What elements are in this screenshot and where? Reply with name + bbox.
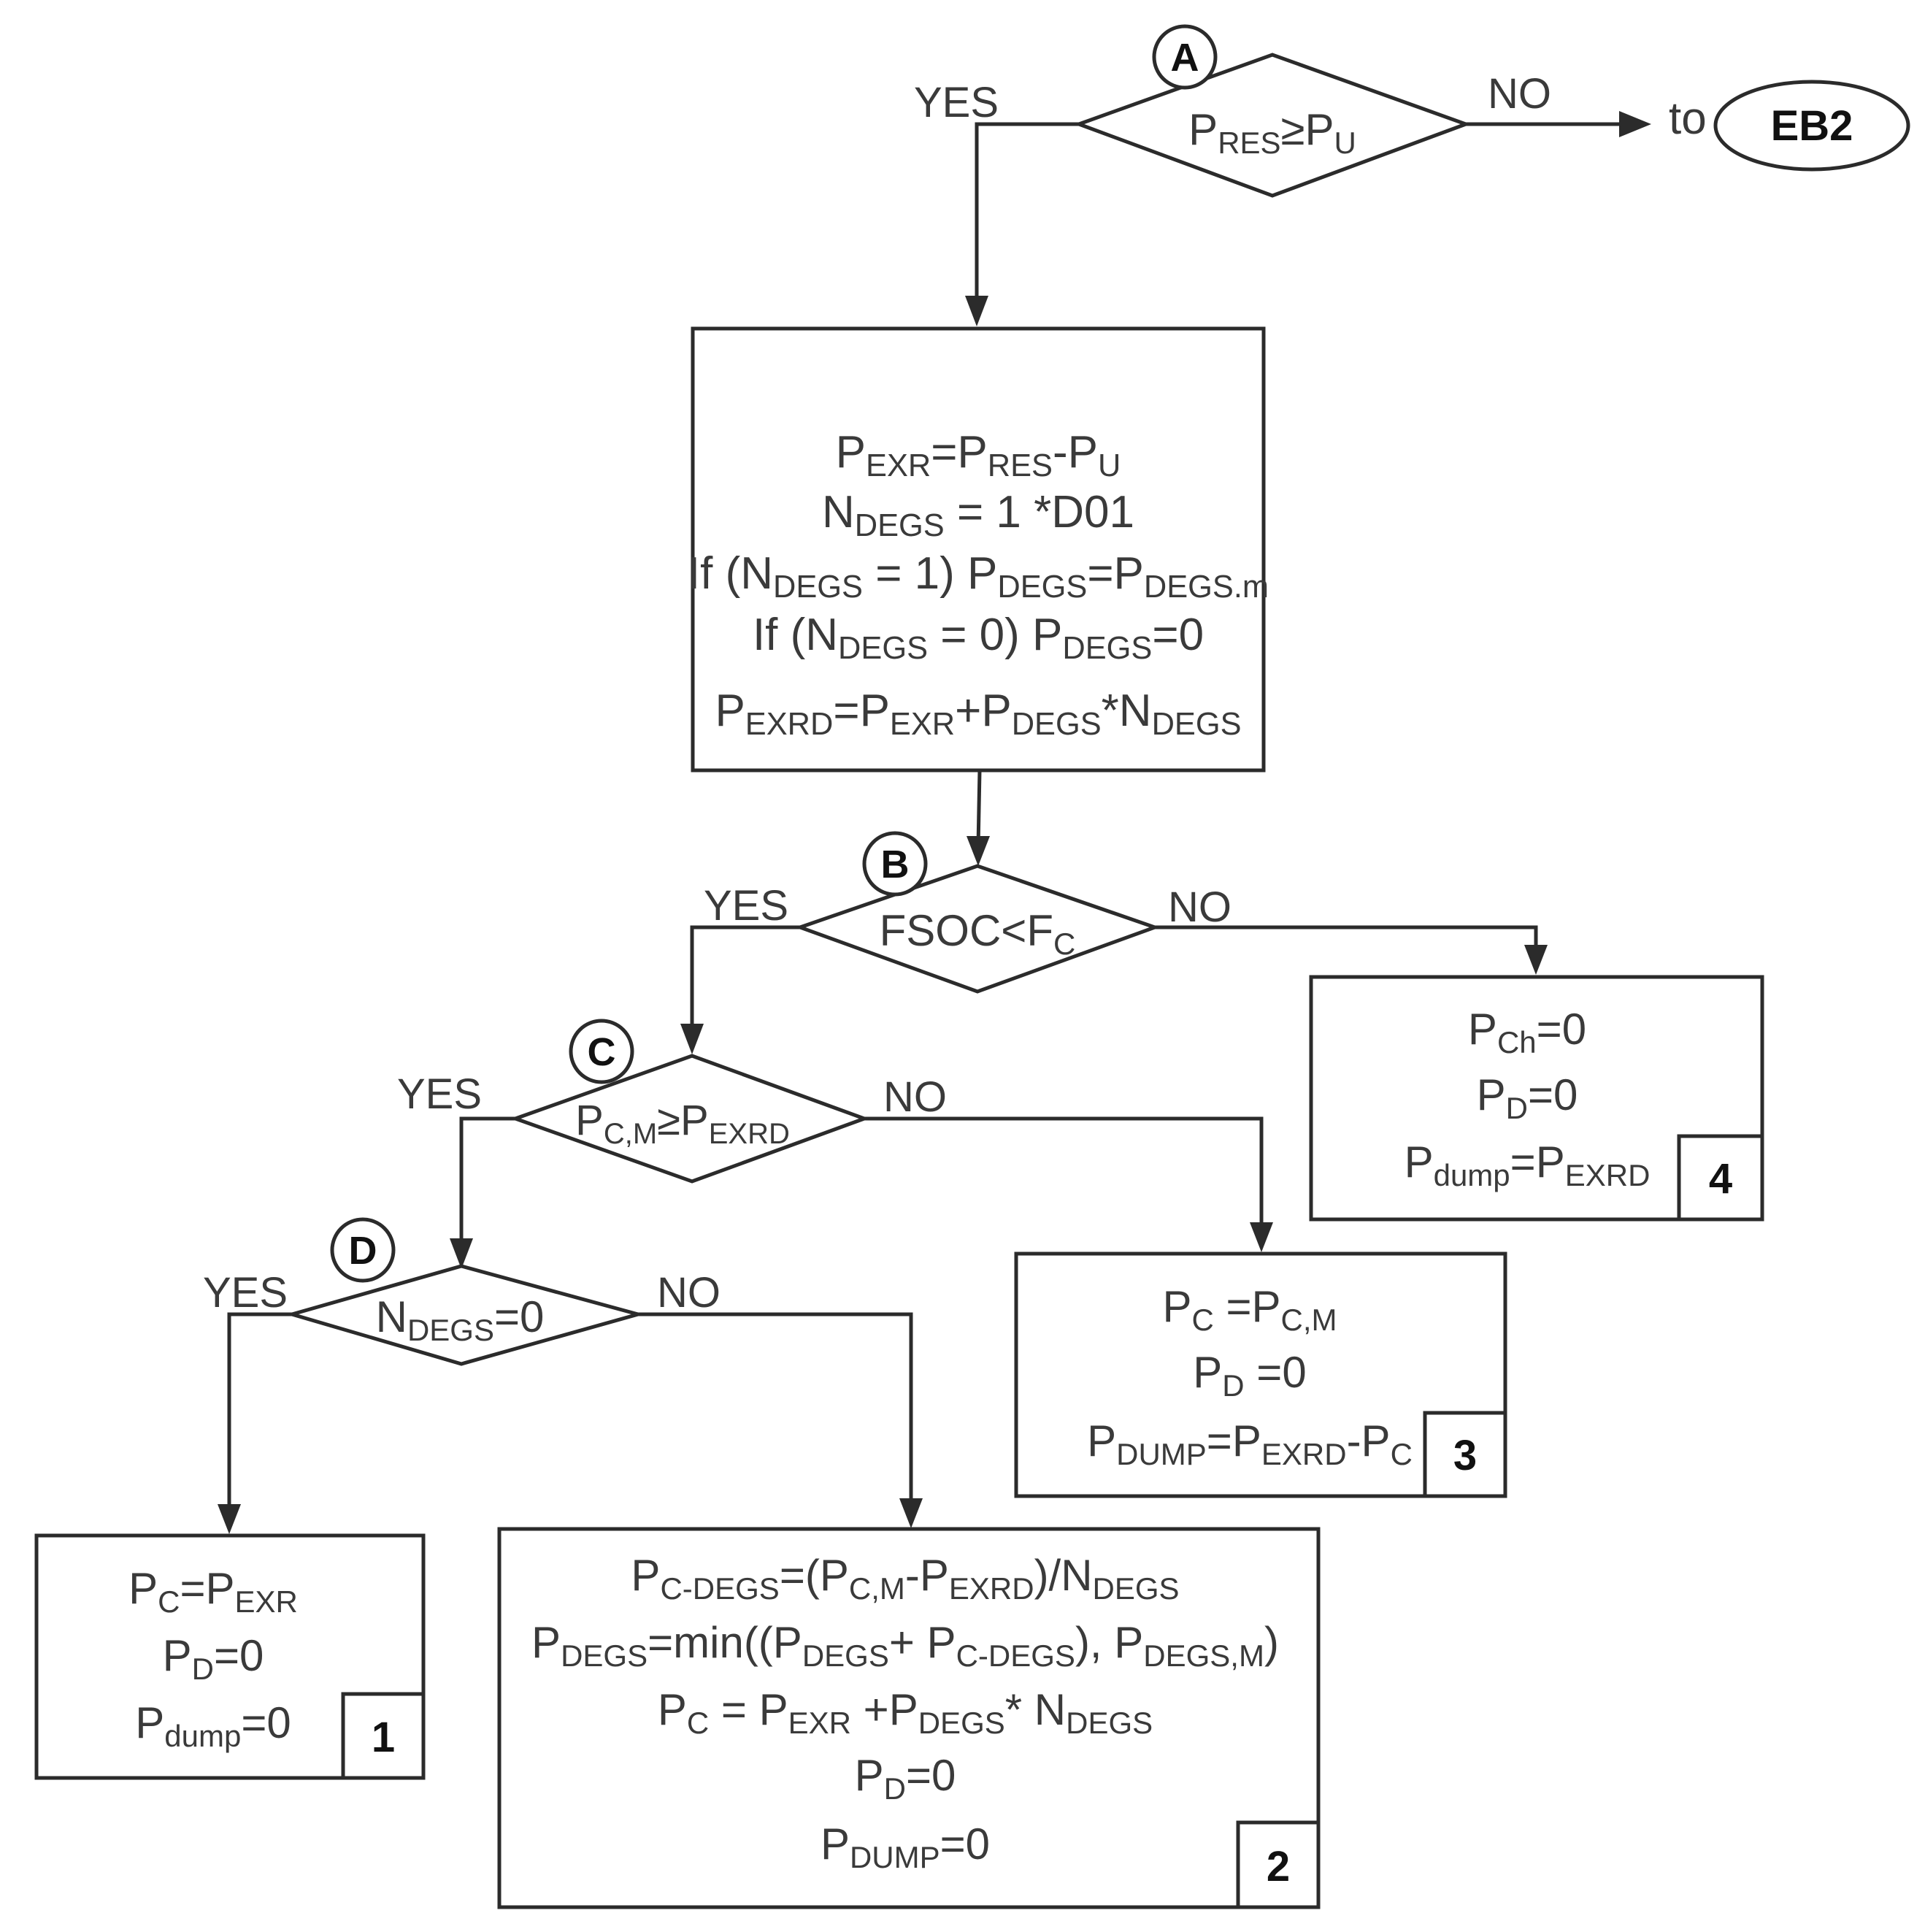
outcome-box-2-number: 2 bbox=[1267, 1843, 1290, 1890]
svg-text:B: B bbox=[881, 843, 910, 886]
arrowhead bbox=[965, 296, 988, 326]
decision-c: PC,M≥PEXRD bbox=[510, 1054, 870, 1184]
decision-d-condition: NDEGS=0 bbox=[376, 1292, 545, 1347]
connector-d-no bbox=[638, 1312, 913, 1510]
formula-line: NDEGS = 1 *D01 bbox=[822, 487, 1134, 543]
formula-line: Pdump=PEXRD bbox=[1405, 1138, 1651, 1192]
formula-line: PDUMP=PEXRD-PC bbox=[1087, 1417, 1413, 1471]
arrowhead bbox=[218, 1504, 241, 1534]
formula-line: PDEGS=min((PDEGS+ PC-DEGS), PDEGS,M) bbox=[531, 1618, 1279, 1673]
svg-text:A: A bbox=[1171, 36, 1199, 80]
formula-line: PD=0 bbox=[163, 1631, 264, 1686]
decision-d-no-label: NO bbox=[657, 1269, 721, 1316]
outcome-box-3: PC =PC,M PD =0 PDUMP=PEXRD-PC 3 bbox=[1014, 1251, 1507, 1498]
formula-line: PC =PC,M bbox=[1162, 1282, 1337, 1337]
connector-c-no bbox=[864, 1116, 1264, 1234]
connector-box-to-b bbox=[976, 770, 982, 848]
outcome-box-2: PC-DEGS=(PC,M-PEXRD)/NDEGS PDEGS=min((PDE… bbox=[497, 1527, 1321, 1909]
outcome-box-4-number: 4 bbox=[1709, 1155, 1732, 1203]
marker-a: A bbox=[1152, 24, 1218, 90]
formula-line: PDUMP=0 bbox=[821, 1820, 990, 1874]
outcome-box-2-text: PC-DEGS=(PC,M-PEXRD)/NDEGS PDEGS=min((PDE… bbox=[531, 1551, 1279, 1874]
marker-b: B bbox=[862, 831, 928, 897]
arrowhead bbox=[967, 836, 990, 866]
exit-eb2: EB2 bbox=[1713, 80, 1910, 172]
formula-line: PD =0 bbox=[1193, 1348, 1306, 1403]
formula-line: PEXR=PRES-PU bbox=[836, 427, 1121, 483]
arrowhead bbox=[1619, 111, 1651, 137]
decision-b-yes-label: YES bbox=[704, 882, 788, 929]
connector-a-yes bbox=[975, 122, 1079, 308]
connector-d-yes bbox=[227, 1312, 292, 1516]
formula-line: PC-DEGS=(PC,M-PEXRD)/NDEGS bbox=[631, 1551, 1179, 1606]
formula-line: Pdump=0 bbox=[135, 1698, 291, 1753]
outcome-box-3-number: 3 bbox=[1453, 1432, 1477, 1479]
marker-c: C bbox=[569, 1019, 634, 1084]
formula-line: PD=0 bbox=[855, 1751, 956, 1806]
decision-a: PRES≥PU bbox=[1073, 53, 1472, 198]
marker-d: D bbox=[330, 1217, 396, 1283]
decision-c-yes-label: YES bbox=[397, 1070, 482, 1118]
decision-c-no-label: NO bbox=[883, 1073, 947, 1121]
svg-text:C: C bbox=[588, 1030, 616, 1074]
connector-b-yes bbox=[690, 925, 800, 1035]
arrowhead bbox=[680, 1024, 704, 1054]
formula-line: PEXRD=PEXR+PDEGS*NDEGS bbox=[715, 686, 1241, 742]
formula-line: If (NDEGS = 1) PDEGS=PDEGS.m bbox=[688, 548, 1269, 605]
arrowhead bbox=[450, 1238, 473, 1269]
connector-b-no bbox=[1155, 925, 1538, 957]
decision-d: NDEGS=0 bbox=[285, 1264, 645, 1366]
formula-line: PC = PEXR +PDEGS* NDEGS bbox=[658, 1685, 1153, 1740]
formula-line: PC=PEXR bbox=[128, 1564, 298, 1619]
decision-c-condition: PC,M≥PEXRD bbox=[575, 1097, 790, 1150]
formula-line: PD=0 bbox=[1477, 1070, 1578, 1125]
formula-line: If (NDEGS = 0) PDEGS=0 bbox=[753, 610, 1204, 666]
outcome-box-3-text: PC =PC,M PD =0 PDUMP=PEXRD-PC bbox=[1087, 1282, 1413, 1471]
decision-b-condition: FSOC<FC bbox=[880, 906, 1076, 961]
arrowhead bbox=[1250, 1222, 1273, 1252]
formula-line: PCh=0 bbox=[1468, 1005, 1586, 1059]
decision-d-yes-label: YES bbox=[203, 1269, 288, 1316]
arrowhead bbox=[1524, 945, 1548, 975]
decision-b-no-label: NO bbox=[1168, 883, 1232, 931]
svg-text:D: D bbox=[349, 1229, 377, 1273]
decision-a-no-label: NO bbox=[1488, 70, 1551, 118]
decision-a-condition: PRES≥PU bbox=[1188, 105, 1356, 160]
connector-c-yes bbox=[459, 1116, 515, 1250]
outcome-box-1-number: 1 bbox=[372, 1714, 395, 1761]
decision-b: FSOC<FC bbox=[794, 864, 1161, 994]
exit-eb2-label: EB2 bbox=[1771, 102, 1853, 150]
arrowhead bbox=[899, 1498, 923, 1528]
exit-to-label: to bbox=[1669, 93, 1707, 144]
decision-a-yes-label: YES bbox=[914, 79, 999, 126]
